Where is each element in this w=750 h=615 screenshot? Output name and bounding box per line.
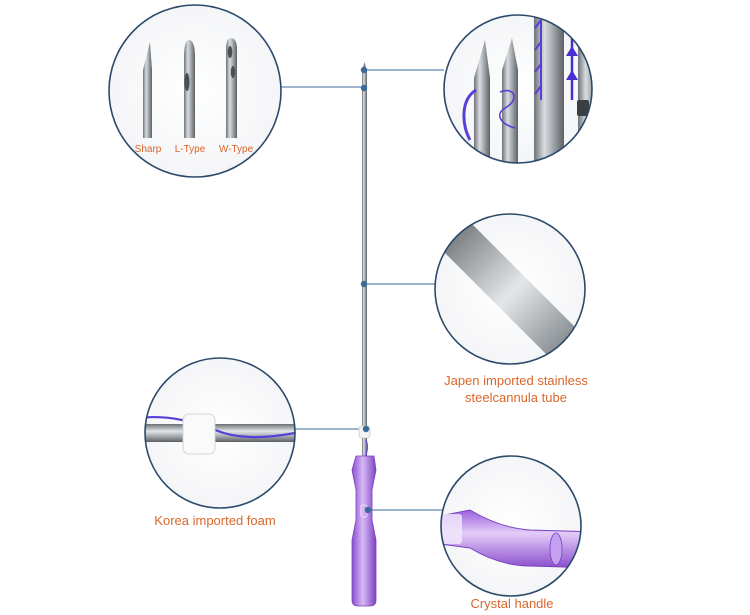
label-l-type: L-Type bbox=[175, 144, 206, 155]
label-handle: Crystal handle bbox=[470, 596, 553, 611]
thread-loop-left bbox=[462, 88, 477, 141]
label-sharp: Sharp bbox=[135, 144, 162, 155]
needle-sharp-closeup bbox=[474, 40, 490, 163]
label-tube-line2: steelcannula tube bbox=[465, 390, 567, 405]
dot-handle bbox=[364, 506, 372, 514]
connector-dots bbox=[360, 66, 372, 514]
cannula bbox=[351, 62, 377, 607]
cannula-neck bbox=[362, 438, 367, 456]
sharp-tip-needle bbox=[143, 42, 152, 138]
foam-block bbox=[182, 413, 216, 455]
dot-foam bbox=[362, 425, 370, 433]
cannula-shaft bbox=[362, 70, 367, 430]
thread-wrap bbox=[499, 89, 516, 129]
callout-steel-tube: Japen imported stainless steelcannula tu… bbox=[434, 213, 588, 405]
tube-horizontal-closeup bbox=[145, 424, 295, 442]
crystal-handle bbox=[351, 455, 377, 607]
label-foam: Korea imported foam bbox=[154, 513, 275, 528]
label-w-type: W-Type bbox=[219, 144, 254, 155]
callout-handle: Crystal handle bbox=[440, 455, 582, 611]
l-type-tip-needle bbox=[184, 40, 195, 138]
dot-tube bbox=[360, 280, 368, 288]
label-tube-line1: Japen imported stainless bbox=[444, 373, 588, 388]
callout-foam: Korea imported foam bbox=[144, 357, 296, 528]
connector-lines bbox=[281, 69, 444, 511]
w-type-tip-needle bbox=[226, 38, 237, 138]
dot-top bbox=[360, 66, 368, 74]
steel-tube-closeup bbox=[440, 220, 585, 364]
callout-thread-closeup bbox=[443, 14, 593, 164]
callout-tip-types: Sharp L-Type W-Type bbox=[108, 4, 282, 178]
dot-tips bbox=[360, 84, 368, 92]
